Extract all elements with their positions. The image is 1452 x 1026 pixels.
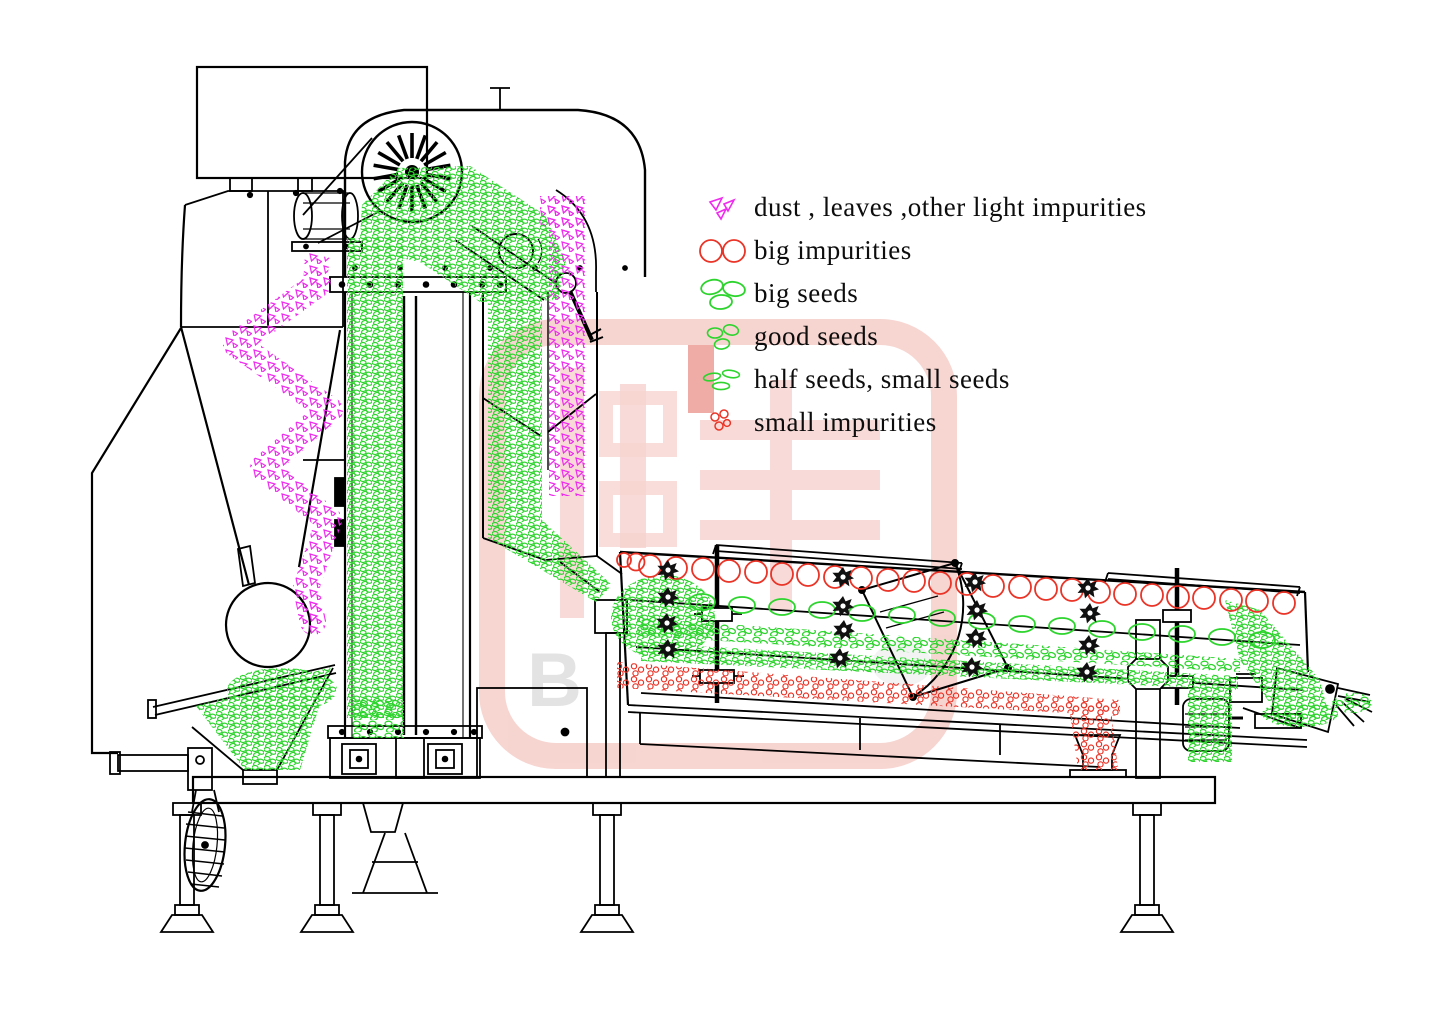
top-cover-rail-2 [1104,572,1301,597]
dust-icon [708,196,736,221]
base-frame [109,747,1217,933]
cyclone-cone-left [179,326,251,586]
flow-small-impurities [617,662,1120,770]
legend-item-big-impurities: big impurities [698,229,1147,272]
casing-left-wall [90,327,182,755]
transport-wheel [183,789,227,892]
legend-item-half-seeds: half seeds, small seeds [698,358,1147,401]
legend: dust , leaves ,other light impurities bi… [698,186,1147,444]
big-impurities-icon [699,238,746,263]
legend-item-good-seeds: good seeds [698,315,1147,358]
right-seed-cascade [1225,600,1330,725]
tower-walls [343,292,472,738]
cyclone-cone-right [297,329,342,568]
screen-2 [629,599,1301,646]
main-beam [191,775,1217,805]
head-dome [343,108,647,277]
legend-label: small impurities [754,407,937,437]
cyclone [90,191,345,785]
elevator-seed-band [347,238,403,718]
elevator-belt [402,296,418,735]
legend-label: big impurities [754,235,912,265]
boot-stand [352,832,438,894]
boot-funnel [361,802,405,833]
small-impurities-cascade [1068,700,1118,770]
channel-seed-band [488,292,612,602]
fan-motor [291,192,363,252]
row-big-seeds [688,593,1276,649]
top-cover-rail-1 [712,544,963,573]
legend-label: good seeds [754,321,879,351]
legend-label: dust , leaves ,other light impurities [754,192,1147,222]
good-seeds-band [637,618,1240,672]
head-seed-cloud [360,166,566,302]
row-big-impurities [616,552,1296,615]
leg [579,802,635,933]
leg [1119,802,1175,933]
watermark-letter: B [527,638,582,723]
legend-item-big-seeds: big seeds [698,272,1147,315]
legend-item-dust: dust , leaves ,other light impurities [698,186,1147,229]
leg [299,802,355,933]
small-impurities-icon [710,408,732,431]
legend-label: half seeds, small seeds [754,364,1010,394]
good-seeds-icon [706,323,740,350]
leg [159,802,215,933]
exhaust-box [184,65,429,206]
small-impurities-band [617,662,1120,716]
big-seeds-icon [700,278,746,310]
cyclone-dust-zigzag [223,271,343,635]
tow-hitch [109,747,213,791]
flows [196,166,1372,770]
legend-label: big seeds [754,278,859,308]
wheel-treads [184,811,226,888]
flow-seeds [196,166,1372,770]
legend-item-small-impurities: small impurities [698,401,1147,444]
screen-4 [640,692,1241,729]
support-column-right [1135,619,1161,779]
half-seeds-band [641,643,1238,690]
half-seeds-icon [702,368,741,390]
